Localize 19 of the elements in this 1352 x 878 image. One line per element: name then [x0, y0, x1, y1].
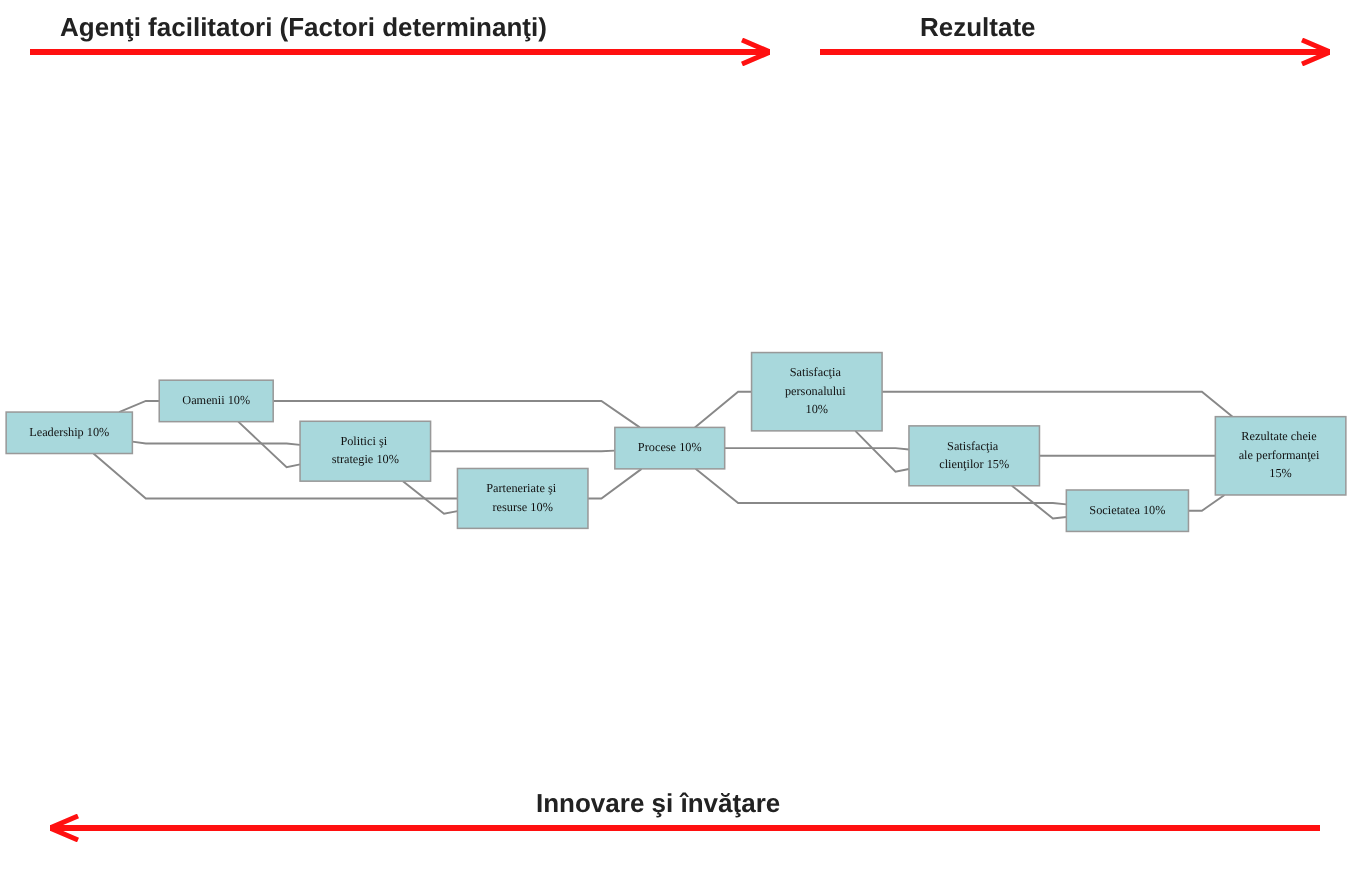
- connector: [429, 449, 616, 453]
- connector: [693, 390, 753, 429]
- connector: [694, 467, 1068, 506]
- section-heading: Innovare şi învăţare: [536, 788, 781, 818]
- connector: [402, 480, 459, 515]
- connector: [1038, 454, 1217, 457]
- connector: [131, 440, 301, 446]
- connector: [118, 399, 161, 413]
- section-heading: Agenţi facilitatori (Factori determinanţi): [60, 12, 547, 42]
- connector: [237, 420, 301, 469]
- connector: [1187, 494, 1226, 512]
- section-heading: Rezultate: [920, 12, 1036, 42]
- connector: [881, 390, 1234, 418]
- connector: [854, 429, 910, 473]
- connector: [92, 452, 459, 500]
- connector: [272, 399, 641, 429]
- connector: [1010, 484, 1068, 520]
- connector: [587, 467, 643, 500]
- connector: [723, 447, 910, 451]
